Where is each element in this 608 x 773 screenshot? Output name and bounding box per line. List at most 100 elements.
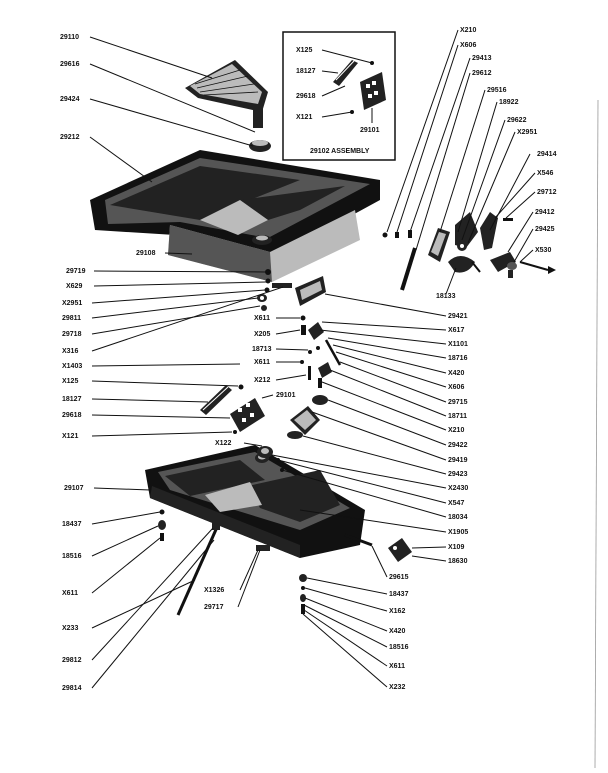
label-x232: X232 bbox=[389, 684, 405, 691]
inset-title: 29102 ASSEMBLY bbox=[310, 148, 370, 155]
label-18127: 18127 bbox=[62, 396, 82, 403]
knob-part bbox=[249, 140, 271, 152]
leader-lines bbox=[89, 29, 536, 689]
adjust-block-part bbox=[230, 398, 265, 434]
handle-part bbox=[490, 218, 556, 278]
inset-label-3: X121 bbox=[296, 114, 312, 121]
label-29719: 29719 bbox=[66, 268, 86, 275]
left-part-labels: 29110 29616 29424 29212 29108 29719 X629… bbox=[60, 34, 231, 692]
label-x611-c2: X611 bbox=[254, 359, 270, 366]
inset-label-4: 29101 bbox=[360, 127, 380, 134]
label-x122: X122 bbox=[215, 440, 231, 447]
label-18133: 18133 bbox=[436, 293, 456, 300]
label-x233: X233 bbox=[62, 625, 78, 632]
assembly-inset: X125 18127 29618 X121 29101 29102 ASSEMB… bbox=[282, 31, 396, 161]
label-18437: 18437 bbox=[62, 521, 82, 528]
inset-label-2: 29618 bbox=[296, 93, 316, 100]
right-part-labels: X210 X606 29413 29612 29516 18922 29622 … bbox=[389, 27, 557, 691]
inset-strip-part bbox=[333, 60, 358, 86]
label-29425: 29425 bbox=[535, 226, 555, 233]
label-29414: 29414 bbox=[537, 151, 557, 158]
label-x606-r2: X606 bbox=[448, 384, 464, 391]
inset-border bbox=[282, 31, 396, 161]
label-x1905: X1905 bbox=[448, 529, 468, 536]
blade-guard-part bbox=[185, 60, 268, 128]
label-x1101: X1101 bbox=[448, 341, 468, 348]
label-29421: 29421 bbox=[448, 313, 468, 320]
label-29108: 29108 bbox=[136, 250, 156, 257]
label-29718: 29718 bbox=[62, 331, 82, 338]
label-18716: 18716 bbox=[448, 355, 468, 362]
label-29101: 29101 bbox=[276, 392, 296, 399]
label-x316: X316 bbox=[62, 348, 78, 355]
label-29812: 29812 bbox=[62, 657, 82, 664]
label-29422: 29422 bbox=[448, 442, 468, 449]
small-fasteners-left bbox=[257, 269, 292, 311]
label-x125: X125 bbox=[62, 378, 78, 385]
label-x420-r1: X420 bbox=[448, 370, 464, 377]
label-18437-r: 18437 bbox=[389, 591, 409, 598]
label-x210-r2: X210 bbox=[448, 427, 464, 434]
label-18516-r: 18516 bbox=[389, 644, 409, 651]
right-lower-parts bbox=[299, 533, 412, 614]
label-18922: 18922 bbox=[499, 99, 519, 106]
label-29622: 29622 bbox=[507, 117, 527, 124]
label-29423: 29423 bbox=[448, 471, 468, 478]
label-29811: 29811 bbox=[62, 315, 81, 322]
label-x611: X611 bbox=[62, 590, 78, 597]
label-x109: X109 bbox=[448, 544, 464, 551]
label-x546: X546 bbox=[537, 170, 553, 177]
inset-label-1: 18127 bbox=[296, 68, 316, 75]
rod-part bbox=[176, 520, 220, 616]
label-29110: 29110 bbox=[60, 34, 79, 41]
label-x611-c1: X611 bbox=[254, 315, 270, 322]
label-29814: 29814 bbox=[62, 685, 82, 692]
label-x617: X617 bbox=[448, 327, 464, 334]
upright-rod-part bbox=[382, 230, 417, 291]
label-29516: 29516 bbox=[487, 87, 507, 94]
label-x210-r1: X210 bbox=[460, 27, 476, 34]
margin-rule bbox=[594, 99, 599, 769]
label-29612: 29612 bbox=[472, 70, 492, 77]
label-18711: 18711 bbox=[448, 413, 467, 420]
label-18516: 18516 bbox=[62, 553, 82, 560]
clip-part bbox=[256, 545, 270, 551]
label-18034: 18034 bbox=[448, 514, 468, 521]
base-fasteners-left bbox=[158, 509, 166, 541]
bracket-part bbox=[295, 276, 326, 306]
label-29413: 29413 bbox=[472, 55, 492, 62]
label-29212: 29212 bbox=[60, 134, 80, 141]
right-center-parts bbox=[257, 322, 342, 472]
label-x629: X629 bbox=[66, 283, 82, 290]
label-x547: X547 bbox=[448, 500, 464, 507]
label-29616: 29616 bbox=[60, 61, 80, 68]
fence-bar-part bbox=[428, 228, 450, 262]
label-x530: X530 bbox=[535, 247, 551, 254]
inset-label-0: X125 bbox=[296, 47, 312, 54]
label-x606-r1: X606 bbox=[460, 42, 476, 49]
top-table-part bbox=[90, 150, 380, 282]
label-18713: 18713 bbox=[252, 346, 272, 353]
label-18630: 18630 bbox=[448, 558, 468, 565]
label-x1326: X1326 bbox=[204, 587, 224, 594]
center-small-parts bbox=[300, 315, 312, 380]
adjust-strip-part bbox=[200, 384, 244, 415]
label-29712: 29712 bbox=[537, 189, 557, 196]
label-29419: 29419 bbox=[448, 457, 468, 464]
label-x212: X212 bbox=[254, 377, 270, 384]
label-x611-r: X611 bbox=[389, 663, 405, 670]
label-x205: X205 bbox=[254, 331, 270, 338]
label-29107: 29107 bbox=[64, 485, 84, 492]
label-29618: 29618 bbox=[62, 412, 82, 419]
label-29424: 29424 bbox=[60, 96, 80, 103]
base-casting-part bbox=[145, 445, 365, 558]
label-29715: 29715 bbox=[448, 399, 468, 406]
label-29615: 29615 bbox=[389, 574, 409, 581]
label-x2951-r: X2951 bbox=[517, 129, 537, 136]
label-x420-r2: X420 bbox=[389, 628, 405, 635]
label-x2951: X2951 bbox=[62, 300, 82, 307]
inset-block-part bbox=[360, 72, 386, 110]
label-x162: X162 bbox=[389, 608, 405, 615]
